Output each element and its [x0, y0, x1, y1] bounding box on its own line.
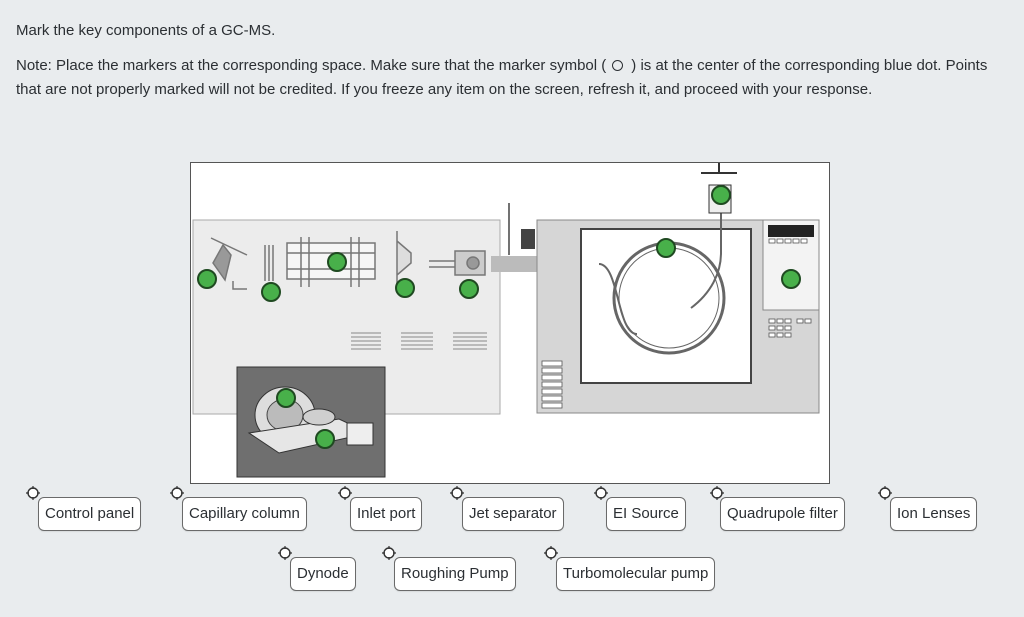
marker-handle-roughing-pump-icon[interactable]	[382, 546, 396, 560]
ei-source-label[interactable]: EI Source	[606, 497, 686, 531]
dynode-label[interactable]: Dynode	[290, 557, 356, 591]
gc-ms-diagram	[190, 162, 830, 484]
target-dot-3[interactable]	[327, 252, 347, 272]
capillary-column-label[interactable]: Capillary column	[182, 497, 307, 531]
inlet-port-label[interactable]: Inlet port	[350, 497, 423, 531]
marker-handle-jet-separator-icon[interactable]	[450, 486, 464, 500]
roughing-pump-label[interactable]: Roughing Pump	[394, 557, 516, 591]
marker-handle-quadrupole-filter-icon[interactable]	[710, 486, 724, 500]
quadrupole-filter-label[interactable]: Quadrupole filter	[720, 497, 845, 531]
marker-handle-ei-source-icon[interactable]	[594, 486, 608, 500]
target-dot-9[interactable]	[276, 388, 296, 408]
marker-handle-inlet-port-icon[interactable]	[338, 486, 352, 500]
marker-handle-ion-lenses-icon[interactable]	[878, 486, 892, 500]
note-text-after: ) is at the center of the corresponding …	[16, 57, 988, 98]
control-panel-label[interactable]: Control panel	[38, 497, 142, 531]
ion-lenses-label[interactable]: Ion Lenses	[890, 497, 978, 531]
marker-handle-turbomolecular-pump-icon[interactable]	[544, 546, 558, 560]
note-text-before: Note: Place the markers at the correspon…	[16, 57, 607, 74]
turbomolecular-pump-label[interactable]: Turbomolecular pump	[556, 557, 716, 591]
target-dot-5[interactable]	[459, 279, 479, 299]
target-dot-2[interactable]	[261, 282, 281, 302]
question-note: Note: Place the markers at the correspon…	[16, 54, 1006, 102]
target-dot-10[interactable]	[315, 429, 335, 449]
marker-handle-capillary-column-icon[interactable]	[170, 486, 184, 500]
jet-separator-label[interactable]: Jet separator	[462, 497, 564, 531]
marker-handle-dynode-icon[interactable]	[278, 546, 292, 560]
target-dot-6[interactable]	[656, 238, 676, 258]
question-title: Mark the key components of a GC-MS.	[16, 22, 276, 39]
target-dot-1[interactable]	[197, 269, 217, 289]
target-dot-7[interactable]	[711, 185, 731, 205]
marker-handle-control-panel-icon[interactable]	[26, 486, 40, 500]
gc-ms-illustration	[192, 163, 820, 478]
marker-symbol-icon	[612, 60, 624, 71]
target-dot-8[interactable]	[781, 269, 801, 289]
target-dot-4[interactable]	[395, 278, 415, 298]
